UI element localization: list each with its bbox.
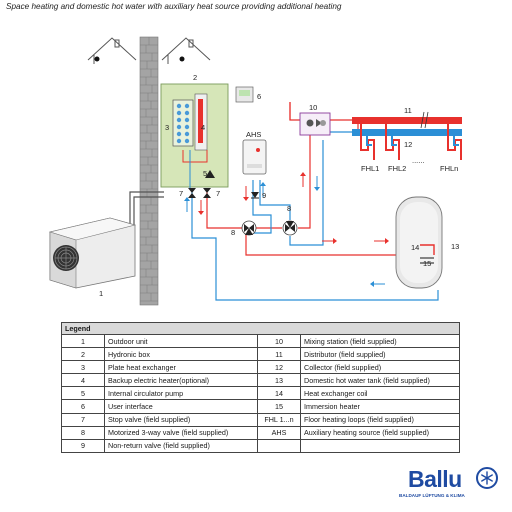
legend-row: 1 Outdoor unit 10 Mixing station (field … [61,333,460,349]
hydronic-box [160,83,229,188]
legend-description: Distributor (field supplied) [300,347,460,362]
legend-description: Backup electric heater(optional) [104,373,258,388]
legend-row: 6 User interface 15 Immersion heater [61,399,460,414]
legend-description: Auxiliary heating source (field supplied… [300,425,460,440]
legend-number: 15 [257,399,301,414]
mixing-station [299,112,331,136]
legend-number: 10 [257,333,301,349]
outdoor-unit [48,217,137,289]
legend-description: Plate heat exchanger [104,360,258,375]
three-way-valve-right-icon [282,220,298,236]
floor-heating-loops [360,124,462,160]
user-interface-device [235,86,254,103]
label-dots: ...... [412,156,425,165]
legend-row: 3 Plate heat exchanger 12 Collector (fie… [61,360,460,375]
legend-description: Collector (field supplied) [300,360,460,375]
legend-description: Non-return valve (field supplied) [104,438,258,453]
system-diagram: 1 2 3 4 5 6 [48,36,462,306]
label-non-return-valve: 9 [262,191,266,200]
legend-description: Heat exchanger coil [300,386,460,401]
legend-title: Legend [61,322,460,335]
ahs-boiler [242,139,267,175]
ballu-logo: Ballu BALDAUF LÜFTUNG & KLIMA [396,461,500,503]
label-fhl2: FHL2 [388,164,406,173]
label-fhl1: FHL1 [361,164,379,173]
label-coil: 14 [411,243,419,252]
flow-arrows [184,172,389,287]
house-outdoor-icon [87,37,137,64]
label-stop-valve-right: 7 [216,189,220,198]
legend-description: Domestic hot water tank (field supplied) [300,373,460,388]
label-circulator-pump: 5 [203,169,207,178]
legend-table: Legend 1 Outdoor unit 10 Mixing station … [61,322,460,453]
label-mixing-station: 10 [309,103,317,112]
label-immersion: 15 [423,259,431,268]
legend-number: 9 [61,438,105,453]
label-tank: 13 [451,242,459,251]
legend-row: 7 Stop valve (field supplied) FHL 1...n … [61,412,460,427]
legend-number: 2 [61,347,105,362]
distributor-bar [352,111,462,129]
legend-description: Outdoor unit [104,333,258,349]
legend-description: Floor heating loops (field supplied) [300,412,460,427]
label-distributor: 11 [404,106,412,115]
legend-number: 7 [61,412,105,427]
legend-number: 1 [61,333,105,349]
legend-number: 8 [61,425,105,440]
legend-number: 5 [61,386,105,401]
legend-description: Stop valve (field supplied) [104,412,258,427]
legend-number: 6 [61,399,105,414]
legend-row: 8 Motorized 3-way valve (field supplied)… [61,425,460,440]
pipes-hydronic [191,102,440,301]
label-backup-heater: 4 [201,123,205,132]
snowflake-icon [476,467,498,489]
legend-description: Motorized 3-way valve (field supplied) [104,425,258,440]
legend-number: 4 [61,373,105,388]
house-indoor-icon [161,37,211,64]
legend-number: 12 [257,360,301,375]
collector-bar [352,129,462,136]
legend-number: 13 [257,373,301,388]
legend-row: 2 Hydronic box 11 Distributor (field sup… [61,347,460,362]
dhw-tank [395,196,443,289]
legend-number [257,438,301,453]
brand-name: Ballu [408,466,462,492]
legend-number: FHL 1...n [257,412,301,427]
label-stop-valve-left: 7 [179,189,183,198]
legend-description: Mixing station (field supplied) [300,333,460,349]
building-wall [139,36,159,306]
legend-number: 14 [257,386,301,401]
legend-row: 9 Non-return valve (field supplied) [61,438,460,453]
legend-row: 4 Backup electric heater(optional) 13 Do… [61,373,460,388]
stop-valve-icon [188,188,211,198]
legend-description [300,438,460,453]
label-user-interface: 6 [257,92,261,101]
legend-number: 11 [257,347,301,362]
label-hydronic-box: 2 [193,73,197,82]
brand-tagline: BALDAUF LÜFTUNG & KLIMA [399,493,465,498]
label-plate-heat-exchanger: 3 [165,123,169,132]
label-collector: 12 [404,140,412,149]
diagram-title: Space heating and domestic hot water wit… [6,2,342,11]
non-return-valve-icon [251,192,259,199]
label-valve-left: 8 [231,228,235,237]
legend-description: User interface [104,399,258,414]
legend-description: Internal circulator pump [104,386,258,401]
legend-number: AHS [257,425,301,440]
legend-description: Immersion heater [300,399,460,414]
legend-row: 5 Internal circulator pump 14 Heat excha… [61,386,460,401]
label-ahs: AHS [246,130,261,139]
label-valve-right: 8 [287,204,291,213]
label-fhln: FHLn [440,164,458,173]
label-outdoor-unit: 1 [99,289,103,298]
legend-number: 3 [61,360,105,375]
three-way-valve-left-icon [241,220,257,236]
legend-description: Hydronic box [104,347,258,362]
